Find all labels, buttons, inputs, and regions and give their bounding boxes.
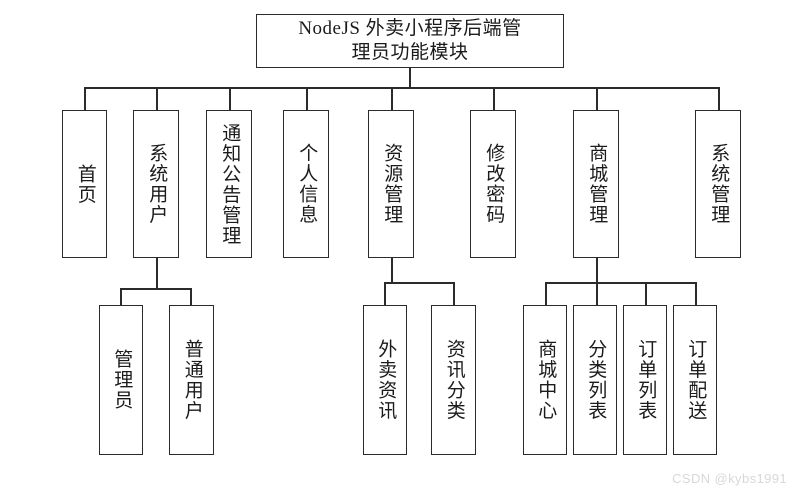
connector-drop-news-category [453,282,455,305]
node-order-list-label: 订单列表 [635,339,657,421]
connector-drop-administrator [120,288,122,305]
connector-drop-personal-info [306,87,308,110]
connector-bus-mall-management [545,282,695,284]
connector-drop-category-list [596,282,598,305]
node-home[interactable]: 首页 [62,110,107,258]
connector-drop-order-list [645,282,647,305]
node-administrator-label: 管理员 [111,349,133,411]
node-administrator[interactable]: 管理员 [99,305,143,455]
connector-stem-resource-management [391,258,393,282]
connector-drop-change-password [493,87,495,110]
node-news-category[interactable]: 资讯分类 [431,305,476,455]
node-personal-info-label: 个人信息 [296,143,318,225]
connector-bus-system-user [120,288,191,290]
node-mall-management-label: 商城管理 [586,143,608,225]
node-normal-user[interactable]: 普通用户 [169,305,214,455]
connector-stem-system-user [156,258,158,288]
node-change-password-label: 修改密码 [483,143,505,225]
connector-drop-notice [229,87,231,110]
connector-level2-bus [84,87,718,89]
connector-drop-mall-management [596,87,598,110]
node-mall-management[interactable]: 商城管理 [573,110,619,258]
node-order-list[interactable]: 订单列表 [623,305,667,455]
connector-drop-resource-management [391,87,393,110]
node-category-list[interactable]: 分类列表 [573,305,617,455]
node-system-management-label: 系统管理 [708,143,730,225]
node-takeaway-news[interactable]: 外卖资讯 [363,305,407,455]
connector-drop-home [84,87,86,110]
node-personal-info[interactable]: 个人信息 [283,110,329,258]
connector-drop-system-user [156,87,158,110]
connector-stem-mall-management [596,258,598,282]
node-root-title[interactable]: NodeJS 外卖小程序后端管理员功能模块 [256,14,564,68]
node-category-list-label: 分类列表 [585,339,607,421]
node-news-category-label: 资讯分类 [443,339,465,421]
connector-root-stem [409,68,411,87]
node-home-label: 首页 [74,163,96,205]
connector-drop-system-management [718,87,720,110]
connector-drop-order-delivery [695,282,697,305]
node-notice-announcement-management[interactable]: 通知公告管理 [206,110,252,258]
node-root-title-label: NodeJS 外卖小程序后端管理员功能模块 [298,17,522,63]
node-system-user[interactable]: 系统用户 [133,110,179,258]
node-normal-user-label: 普通用户 [181,339,203,421]
node-resource-management[interactable]: 资源管理 [368,110,414,258]
watermark-text: CSDN @kybs1991 [672,471,787,486]
node-mall-center[interactable]: 商城中心 [523,305,567,455]
node-notice-announcement-management-label: 通知公告管理 [219,122,241,246]
node-order-delivery[interactable]: 订单配送 [673,305,717,455]
node-resource-management-label: 资源管理 [381,143,403,225]
connector-drop-normal-user [190,288,192,305]
node-takeaway-news-label: 外卖资讯 [375,339,397,421]
node-order-delivery-label: 订单配送 [685,339,707,421]
node-mall-center-label: 商城中心 [535,339,557,421]
node-system-user-label: 系统用户 [146,143,168,225]
connector-drop-mall-center [545,282,547,305]
connector-drop-takeaway-news [384,282,386,305]
node-change-password[interactable]: 修改密码 [470,110,516,258]
connector-bus-resource-management [384,282,454,284]
node-system-management[interactable]: 系统管理 [695,110,741,258]
